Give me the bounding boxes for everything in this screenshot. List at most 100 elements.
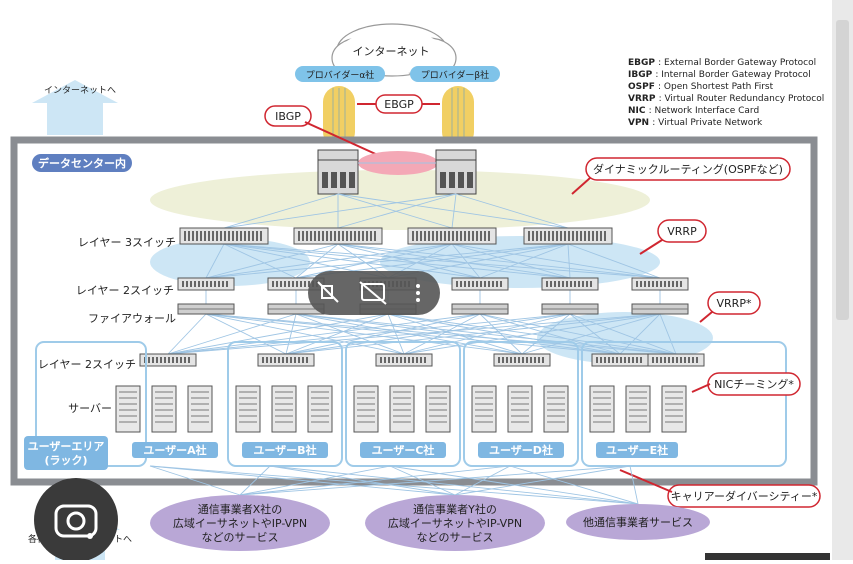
provider-alpha-box [295,66,385,82]
ibgp-label: IBGP [275,110,301,123]
row-label-server: サーバー [68,402,112,415]
carrier-y-line2: 広域イーサネットやIP-VPN [388,517,522,530]
switch-icon [407,227,497,245]
switch-icon [541,277,599,291]
server-icon [307,385,333,433]
vrrp2-callout [707,291,761,315]
carrier-diversity-label: キャリアーダイバーシティー* [671,489,818,503]
vrrp2-label: VRRP* [717,297,752,310]
provider-beta-label: プロバイダーβ社 [421,69,489,81]
mute-button[interactable] [317,281,339,303]
more-options-icon [416,284,420,302]
server-icon [235,385,261,433]
scrollbar-thumb[interactable] [836,20,849,320]
legend-entry: IBGP : Internal Border Gateway Protocol [628,70,811,80]
server-icon [187,385,213,433]
user-area: ユーザーE社 [581,341,787,467]
user-areas: ユーザーA社 ユーザーB社ユーザーC社 ユーザーD社ユーザーE社 [35,341,787,467]
callouts: ダイナミックルーティング(OSPFなど) VRRP VRRP* NICチーミング… [571,157,821,508]
legend-entry: OSPF : Open Shortest Path First [628,82,774,92]
camera-icon [54,504,98,538]
user-label-box [242,442,328,458]
mute-icon [317,281,339,303]
to-internet-arrow: インターネットへ [32,80,118,135]
user-area-label-box [24,436,108,470]
media-overlay [308,271,440,315]
firewall-icon [631,303,689,315]
switch-icon [631,277,689,291]
switch-icon [375,353,433,367]
carrier-y-bubble [365,495,545,551]
user-label: ユーザーC社 [372,443,435,457]
core-routers [317,149,477,195]
server-icon [507,385,533,433]
switch-icon [293,227,383,245]
provider-alpha-label: プロバイダーα社 [306,69,375,81]
ibgp-callout [264,105,312,127]
switch-icon [591,353,649,367]
router-icon [317,149,359,195]
server-icon [625,385,651,433]
switch-icon [451,277,509,291]
no-picture-button[interactable] [359,281,387,305]
no-picture-icon [359,281,387,305]
user-area-label-line2: (ラック) [44,454,87,467]
router-icon [435,149,477,195]
legend-entry: EBGP : External Border Gateway Protocol [628,58,816,68]
row-label-layer2-user: レイヤー 2スイッチ [38,358,136,371]
datacenter-label-box [32,154,132,172]
firewall-icon [451,303,509,315]
carrier-x-line3: などのサービス [202,531,279,544]
server-icon [115,385,141,433]
ospf-zone [150,170,650,230]
server-icon [661,385,687,433]
user-area: ユーザーB社 [227,341,343,467]
carrier-links [149,465,639,505]
carrier-x-line2: 広域イーサネットやIP-VPN [173,517,307,530]
row-label-firewall: ファイアウォール [88,312,176,325]
datacenter-label: データセンター内 [38,156,126,170]
switch-icon [179,227,269,245]
switch-icon [139,353,197,367]
user-label: ユーザーE社 [606,443,668,457]
carrier-x-bubble [150,495,330,551]
network-devices [115,227,705,433]
user-area: ユーザーC社 [345,341,461,467]
user-label: ユーザーA社 [143,443,206,457]
user-area: ユーザーD社 [463,341,579,467]
server-icon [151,385,177,433]
server-icon [425,385,451,433]
legend: EBGP : External Border Gateway ProtocolI… [628,58,824,128]
row-label-layer2: レイヤー 2スイッチ [76,284,174,297]
row-label-layer3: レイヤー 3スイッチ [78,236,176,249]
firewall-icon [541,303,599,315]
nic-teaming-label: NICチーミング* [714,377,794,391]
dynamic-routing-callout [585,157,791,181]
vrrp1-label: VRRP [667,225,697,238]
bottom-bar [705,553,830,560]
more-options-button[interactable] [416,284,420,302]
to-internet-label: インターネットへ [44,85,116,96]
internet-cloud: インターネット [331,23,457,79]
server-icon [353,385,379,433]
user-label-box [596,442,678,458]
switch-icon [257,353,315,367]
user-label-box [132,442,218,458]
carrier-diversity-callout [667,484,821,508]
vrrp-zone-right [380,236,660,288]
switch-icon [647,353,705,367]
server-icon [471,385,497,433]
other-carrier-bubble [566,504,710,540]
screenshot-button[interactable] [34,478,118,562]
ebgp-callout [375,94,423,114]
carrier-y-line1: 通信事業者Y社の [413,502,497,516]
legend-entry: NIC : Network Interface Card [628,106,759,116]
network-links [167,162,677,355]
server-icon [589,385,615,433]
user-label-box [478,442,564,458]
dynamic-routing-label: ダイナミックルーティング(OSPFなど) [593,162,783,176]
server-icon [543,385,569,433]
switch-icon [493,353,551,367]
